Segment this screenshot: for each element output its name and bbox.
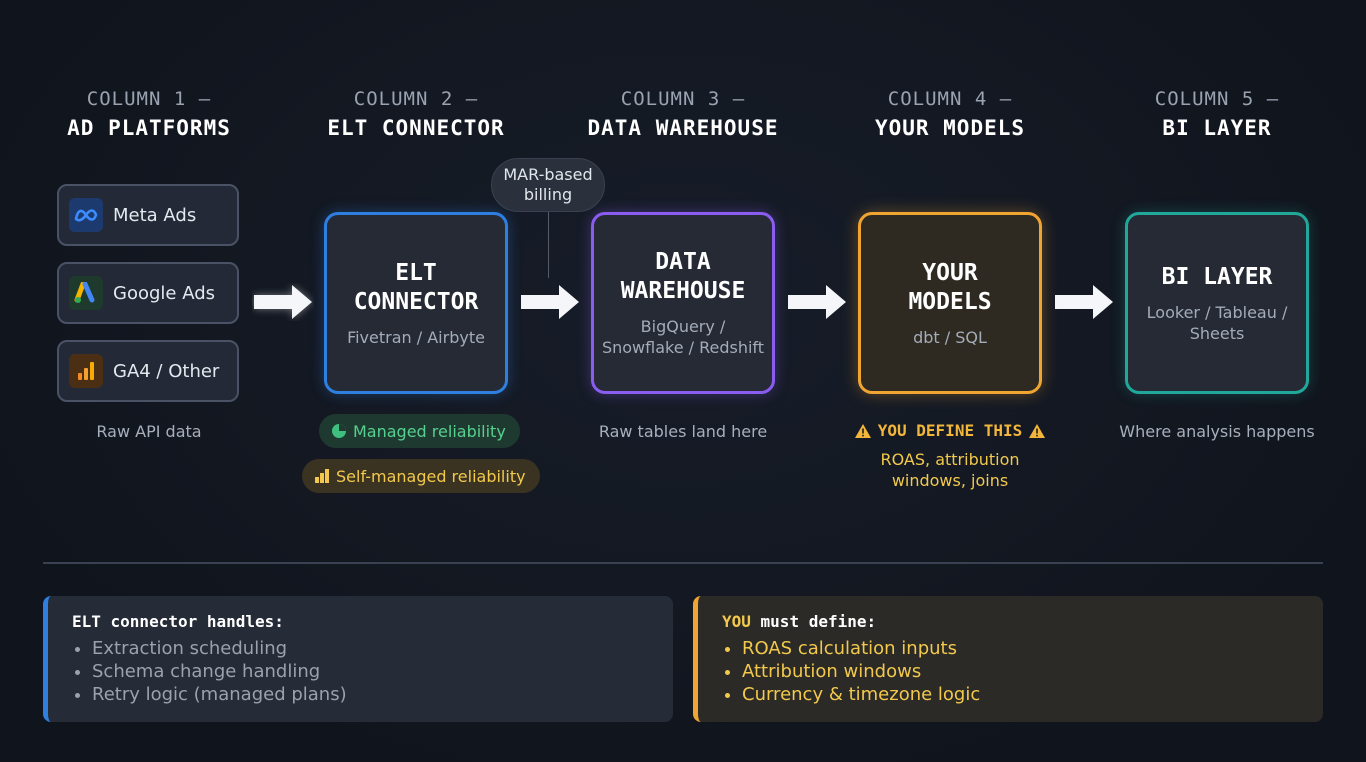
column-title: BI LAYER [1162, 116, 1272, 140]
warehouse-caption: Raw tables land here [598, 422, 768, 441]
managed-reliability-label: Managed reliability [353, 421, 506, 441]
arrow-right-icon [254, 285, 312, 319]
arrow-right-icon [788, 285, 846, 319]
column-title: ELT CONNECTOR [327, 116, 505, 140]
box-title: DATA WAREHOUSE [620, 249, 746, 304]
bi-layer-box: BI LAYER Looker / Tableau / Sheets [1125, 212, 1309, 394]
list-item: Retry logic (managed plans) [92, 683, 649, 706]
list-item: ROAS calculation inputs [742, 637, 1299, 660]
column-title: DATA WAREHOUSE [587, 116, 779, 140]
list-item: Currency & timezone logic [742, 683, 1299, 706]
pie-chart-icon [332, 424, 346, 438]
box-subtitle: BigQuery / Snowflake / Redshift [601, 317, 765, 357]
column-header-3: COLUMN 3 — DATA WAREHOUSE [553, 88, 813, 140]
source-label: Google Ads [113, 282, 215, 304]
meta-icon [69, 198, 103, 232]
arrow-right-icon [1055, 285, 1113, 319]
column-number: COLUMN 2 — [353, 88, 479, 110]
column-header-2: COLUMN 2 — ELT CONNECTOR [286, 88, 546, 140]
panel-heading: ELT connector handles: [72, 612, 284, 631]
managed-reliability-badge: Managed reliability [319, 414, 520, 448]
arrow-right-icon [521, 285, 579, 319]
self-managed-reliability-badge: Self-managed reliability [302, 459, 540, 493]
list-item: Extraction scheduling [92, 637, 649, 660]
box-subtitle: Fivetran / Airbyte [347, 327, 485, 347]
box-subtitle: Looker / Tableau / Sheets [1146, 302, 1288, 343]
column-number: COLUMN 1 — [86, 88, 212, 110]
data-warehouse-box: DATA WAREHOUSE BigQuery / Snowflake / Re… [591, 212, 775, 394]
panel-list: ROAS calculation inputs Attribution wind… [722, 637, 1299, 706]
bar-chart-icon [315, 469, 329, 483]
elt-connector-box: ELT CONNECTOR Fivetran / Airbyte [324, 212, 508, 394]
list-item: Attribution windows [742, 660, 1299, 683]
models-warning: YOU DEFINE THIS [820, 421, 1080, 440]
source-meta-ads: Meta Ads [57, 184, 239, 246]
bi-caption: Where analysis happens [1119, 422, 1315, 441]
panel-list: Extraction scheduling Schema change hand… [72, 637, 649, 706]
box-subtitle: dbt / SQL [913, 327, 987, 347]
warning-icon [854, 423, 871, 438]
elt-handles-panel: ELT connector handles: Extraction schedu… [43, 596, 673, 722]
box-title: ELT CONNECTOR [353, 259, 479, 315]
column-number: COLUMN 4 — [887, 88, 1013, 110]
mar-connector-line [548, 212, 549, 278]
sources-caption: Raw API data [96, 422, 202, 441]
column-title: YOUR MODELS [874, 116, 1026, 140]
your-models-box: YOUR MODELS dbt / SQL [858, 212, 1042, 394]
models-warning-label: YOU DEFINE THIS [877, 421, 1023, 440]
models-note: ROAS, attribution windows, joins [880, 450, 1020, 490]
source-label: GA4 / Other [113, 360, 220, 382]
mar-billing-note: MAR-based billing [491, 158, 605, 212]
box-title: BI LAYER [1161, 263, 1273, 290]
source-google-ads: Google Ads [57, 262, 239, 324]
self-managed-reliability-label: Self-managed reliability [336, 466, 526, 486]
mar-billing-label: MAR-based billing [503, 165, 593, 204]
column-header-5: COLUMN 5 — BI LAYER [1087, 88, 1347, 140]
panel-heading-rest: must define: [750, 612, 877, 631]
list-item: Schema change handling [92, 660, 649, 683]
analytics-bar-icon [69, 354, 103, 388]
column-header-4: COLUMN 4 — YOUR MODELS [820, 88, 1080, 140]
column-number: COLUMN 3 — [620, 88, 746, 110]
panel-heading: YOU must define: [722, 612, 1299, 631]
you-must-define-panel: YOU must define: ROAS calculation inputs… [693, 596, 1323, 722]
source-label: Meta Ads [113, 204, 197, 226]
warning-icon [1029, 423, 1046, 438]
column-header-1: COLUMN 1 — AD PLATFORMS [19, 88, 279, 140]
column-number: COLUMN 5 — [1154, 88, 1280, 110]
panel-heading-emphasis: YOU [722, 612, 751, 631]
source-ga4-other: GA4 / Other [57, 340, 239, 402]
box-title: YOUR MODELS [908, 259, 992, 315]
column-title: AD PLATFORMS [67, 116, 231, 140]
google-ads-icon [69, 276, 103, 310]
section-divider [43, 562, 1323, 564]
